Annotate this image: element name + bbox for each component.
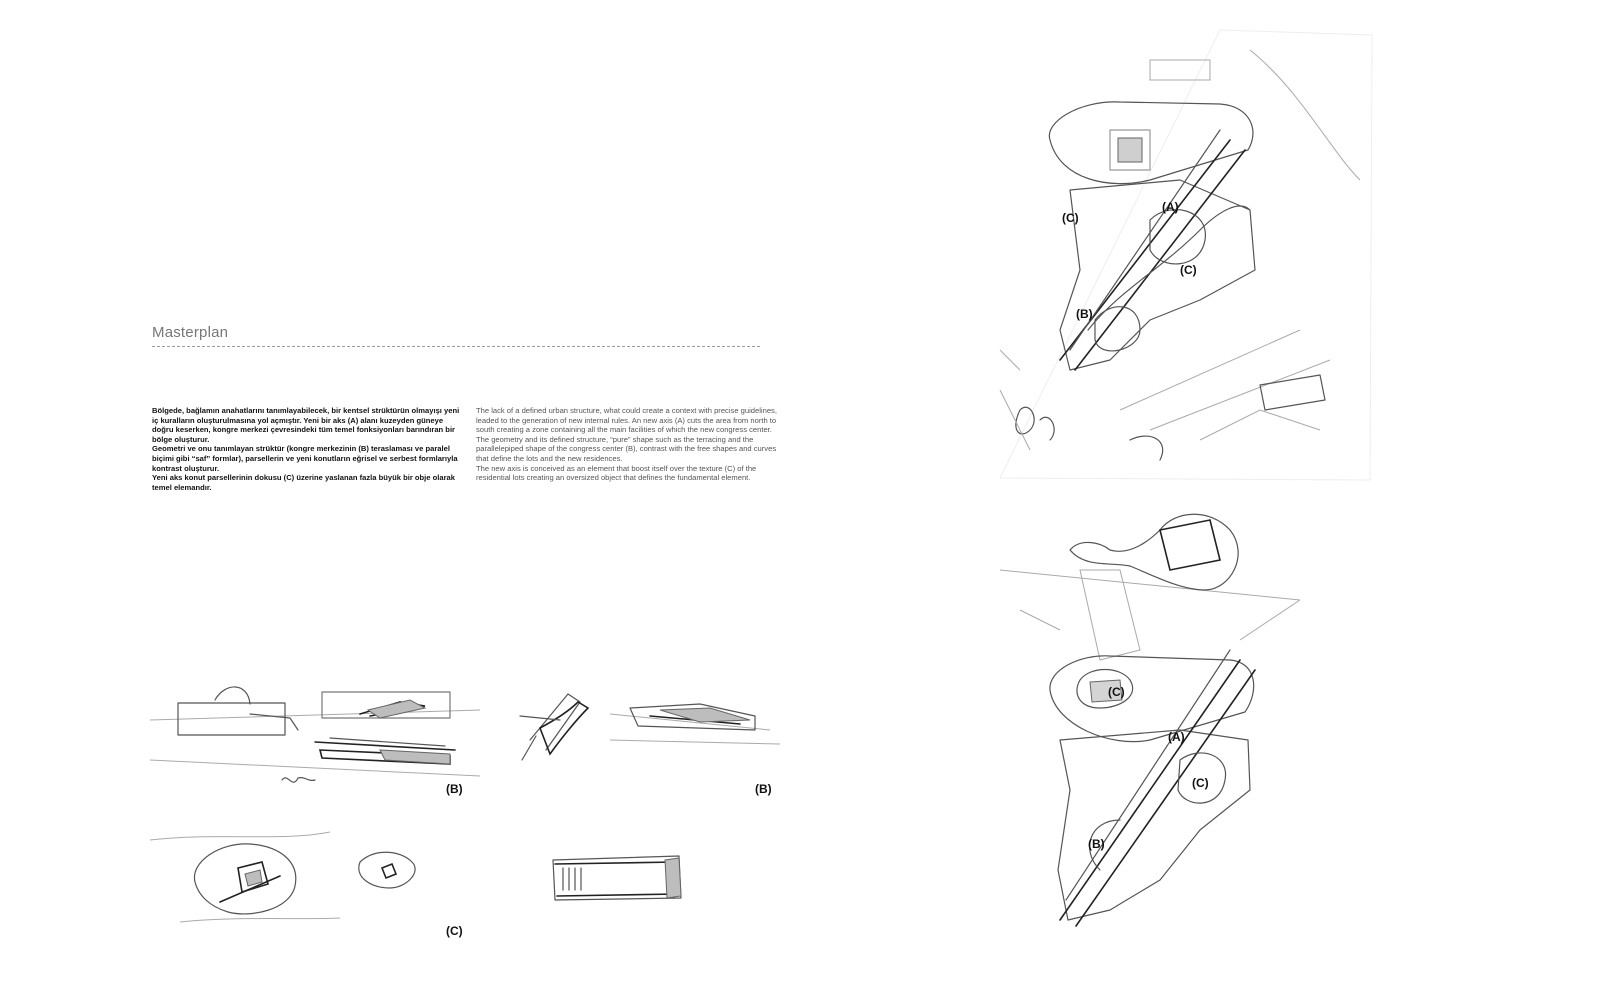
title-divider	[152, 346, 760, 347]
sketch3-label: (C)	[446, 924, 463, 938]
plan-bottom-label-c1: (C)	[1108, 685, 1125, 699]
plan-bottom-label-c2: (C)	[1192, 776, 1209, 790]
sketch2-label: (B)	[755, 782, 772, 796]
plan-top-label-c2: (C)	[1180, 263, 1197, 277]
plan-top-label-b: (B)	[1076, 307, 1093, 321]
plan-bottom-label-b: (B)	[1088, 837, 1105, 851]
masterplan-sketch-bottom: (C) (A) (C) (B)	[999, 513, 1301, 927]
sketch-residential-lots: (C)	[149, 831, 463, 938]
paragraph-tr-1: Bölgede, bağlamın anahatlarını tanımlaya…	[152, 406, 460, 444]
paragraph-en-1: The lack of a defined urban structure, w…	[476, 406, 777, 435]
masterplan-sketch-top: (A) (B) (C) (C)	[999, 29, 1373, 481]
plan-top-label-a: (A)	[1162, 200, 1179, 214]
text-column-english: The lack of a defined urban structure, w…	[476, 406, 788, 483]
paragraph-tr-3: Yeni aks konut parsellerinin dokusu (C) …	[152, 473, 455, 492]
plan-bottom-label-a: (A)	[1168, 730, 1185, 744]
text-column-turkish: Bölgede, bağlamın anahatlarını tanımlaya…	[152, 406, 462, 492]
sketch1-label: (B)	[446, 782, 463, 796]
sketch-twisted-volumes: (B)	[519, 693, 781, 796]
page-title: Masterplan	[152, 324, 229, 341]
plan-top-label-c1: (C)	[1062, 211, 1079, 225]
sketch-parallelepiped-block	[552, 855, 682, 901]
paragraph-en-3: The new axis is conceived as an element …	[476, 463, 757, 483]
paragraph-tr-2: Geometri ve onu tanımlayan strüktür (kon…	[152, 444, 458, 473]
sketch-congress-center-elevation: (B)	[149, 686, 481, 796]
paragraph-en-2: The geometry and its defined structure, …	[476, 434, 777, 463]
